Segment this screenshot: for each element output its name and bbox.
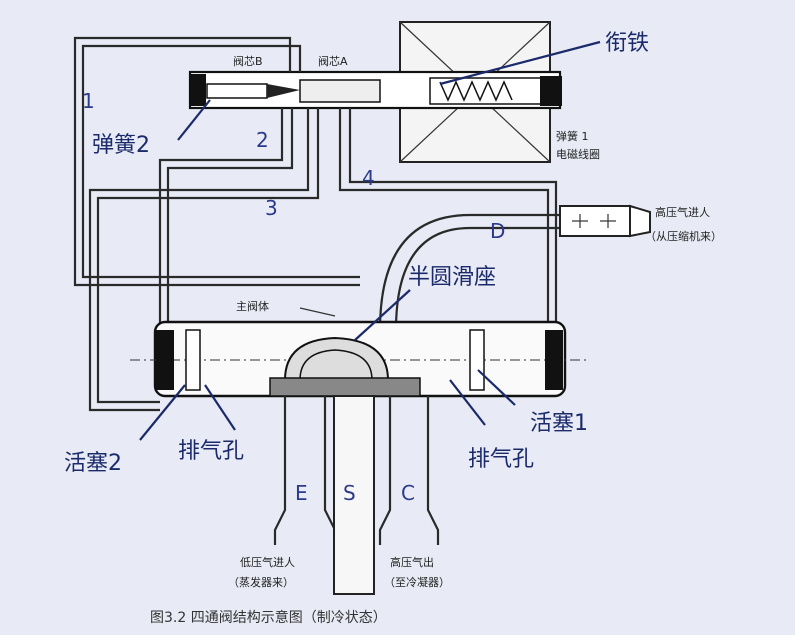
- label-diya-2: （蒸发器来）: [228, 575, 294, 589]
- label-num2: 2: [256, 128, 269, 152]
- label-num3: 3: [265, 196, 278, 220]
- label-fanxinA: 阀芯A: [318, 54, 348, 68]
- label-C: C: [401, 481, 415, 505]
- label-huosai2: 活塞2: [64, 451, 122, 476]
- label-paiqi-left: 排气孔: [178, 439, 244, 464]
- high-pressure-inlet-D: [378, 204, 651, 331]
- leader-lines: [139, 40, 601, 441]
- label-xiantie: 衔铁: [605, 31, 649, 56]
- label-fanxinB: 阀芯B: [233, 54, 263, 68]
- label-S: S: [343, 481, 356, 505]
- bottom-pipes: [273, 395, 440, 595]
- capillary-tubes: [73, 36, 558, 412]
- main-valve-body: [130, 320, 590, 398]
- figure-caption: 图3.2 四通阀结构示意图（制冷状态）: [150, 609, 387, 626]
- label-D: D: [490, 219, 505, 243]
- labels: 衔铁 弹簧2 弹簧 1 电磁线圈 阀芯B 阀芯A 1 2 3 4 D E S C…: [64, 31, 722, 626]
- label-banyuan: 半圆滑座: [408, 265, 496, 290]
- label-huosai1: 活塞1: [530, 411, 588, 436]
- label-gaoya-out-2: （至冷凝器）: [384, 575, 450, 589]
- label-paiqi-right: 排气孔: [468, 447, 534, 472]
- label-E: E: [295, 481, 308, 505]
- label-dianci: 电磁线圈: [556, 147, 600, 161]
- pilot-valve: [188, 70, 562, 110]
- label-zhufati: 主阀体: [236, 299, 269, 313]
- label-gaoya-out-1: 高压气出: [390, 555, 434, 569]
- label-gaoya-in-1: 高压气进人: [655, 205, 710, 219]
- label-tanhuang2: 弹簧2: [92, 133, 150, 158]
- label-num4: 4: [362, 166, 375, 190]
- label-tanhuang1: 弹簧 1: [556, 129, 589, 143]
- label-gaoya-in-2: （从压缩机来）: [645, 229, 722, 243]
- label-diya-1: 低压气进人: [240, 555, 295, 569]
- label-num1: 1: [82, 89, 95, 113]
